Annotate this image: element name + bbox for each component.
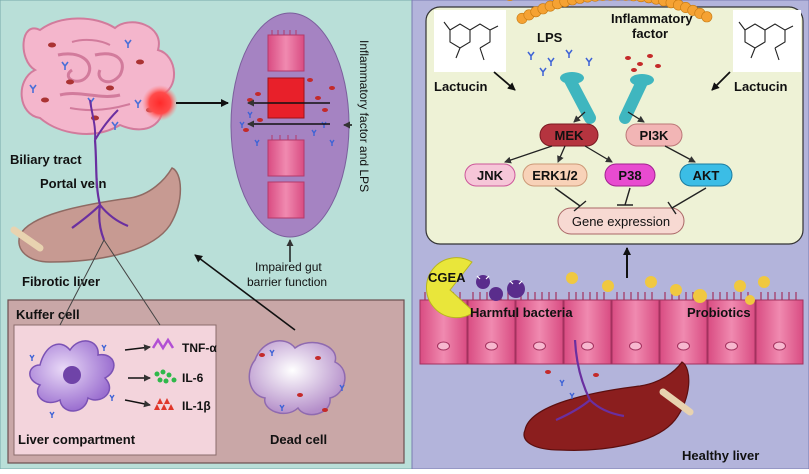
tnf-alpha-label: TNF-α (182, 341, 217, 355)
lactucin-right-label: Lactucin (734, 79, 788, 94)
cell-nucleus (774, 342, 786, 350)
gene-expression-label: Gene expression (572, 214, 670, 229)
liver-compartment-label: Liver compartment (18, 432, 136, 447)
pi3k-label: PI3K (640, 128, 670, 143)
inflammatory-label-1: Inflammatory (611, 11, 693, 26)
cell-nucleus (678, 342, 690, 350)
harmful-bacteria-label: Harmful bacteria (470, 305, 573, 320)
svg-text:Inflammatory factor and LPS: Inflammatory factor and LPS (357, 40, 371, 192)
dead-cell-label: Dead cell (270, 432, 327, 447)
gene-expression-node: Gene expression (558, 208, 684, 234)
mek-node: MEK (540, 124, 598, 146)
intestinal-epithelium (420, 292, 803, 364)
akt-label: AKT (693, 168, 720, 183)
pi3k-node: PI3K (626, 124, 682, 146)
cell-nucleus (582, 342, 594, 350)
lactucin-structure-right (733, 10, 801, 72)
lactucin-structure-left (434, 10, 506, 72)
p38-label: P38 (618, 168, 641, 183)
intestinal-cell (756, 300, 803, 364)
mek-label: MEK (555, 128, 585, 143)
inflammatory-factor-lps-label: Inflammatory factor and LPS (357, 40, 371, 192)
il6-label: IL-6 (182, 371, 204, 385)
il1b-label: IL-1β (182, 399, 211, 413)
cell-nucleus (630, 342, 642, 350)
intestinal-cell (612, 300, 659, 364)
jnk-node: JNK (465, 164, 515, 186)
impaired-gut-label-1: Impaired gut (255, 260, 322, 274)
impaired-gut-label-2: barrier function (247, 275, 327, 289)
cell-nucleus (486, 342, 498, 350)
p38-node: P38 (605, 164, 655, 186)
cgea-label: CGEA (428, 270, 466, 285)
membrane-lipid-head (702, 12, 712, 22)
lactucin-left-label: Lactucin (434, 79, 488, 94)
jnk-label: JNK (477, 168, 504, 183)
cell-nucleus (726, 342, 738, 350)
lps-label: LPS (537, 30, 563, 45)
healthy-liver-label: Healthy liver (682, 448, 759, 463)
probiotics-label: Probiotics (687, 305, 751, 320)
erk-node: ERK1/2 (523, 164, 587, 186)
kuffer-cell-label: Kuffer cell (16, 307, 80, 322)
intestine-illustration (22, 18, 178, 140)
erk-label: ERK1/2 (532, 168, 578, 183)
cell-nucleus (438, 342, 450, 350)
cell-nucleus (534, 342, 546, 350)
inflammatory-label-2: factor (632, 26, 668, 41)
biliary-tract-label: Biliary tract (10, 152, 82, 167)
fibrotic-liver-label: Fibrotic liver (22, 274, 100, 289)
akt-node: AKT (680, 164, 732, 186)
